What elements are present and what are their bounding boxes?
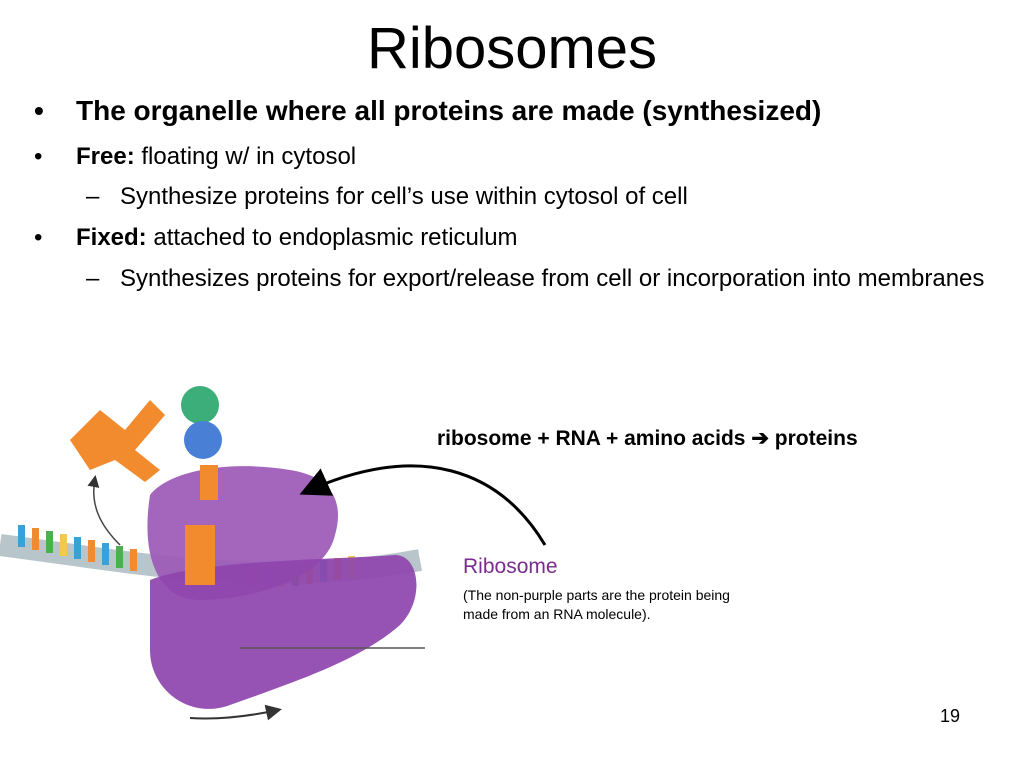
bullet-label: Fixed: xyxy=(76,224,147,251)
bullet-dot: • xyxy=(34,224,43,251)
amino-acid-green xyxy=(181,386,219,424)
sub-bullet-free: – Synthesize proteins for cell’s use wit… xyxy=(86,181,1006,213)
release-arrow xyxy=(87,475,121,546)
sub-bullet-fixed: – Synthesizes proteins for export/releas… xyxy=(86,263,1006,295)
bullet-text: Free: floating w/ in cytosol xyxy=(76,141,356,173)
caption-body: (The non-purple parts are the protein be… xyxy=(463,587,730,622)
trna-body xyxy=(185,525,215,585)
sub-bullet-dash: – xyxy=(86,265,100,292)
released-trna xyxy=(70,400,165,482)
ribosome-small-subunit xyxy=(150,555,417,709)
callout-arrow xyxy=(299,464,547,546)
movement-arrow xyxy=(189,704,282,721)
page-number: 19 xyxy=(940,706,961,726)
caption-title: Ribosome xyxy=(463,555,558,578)
equation-right: proteins xyxy=(774,427,858,450)
sub-bullet-text: Synthesizes proteins for export/release … xyxy=(120,265,985,292)
arrow-icon: ➔ xyxy=(751,427,769,450)
sub-bullet-text: Synthesize proteins for cell’s use withi… xyxy=(120,183,688,210)
bullet-dot: • xyxy=(34,95,44,126)
trna-top xyxy=(200,465,218,500)
sub-bullet-dash: – xyxy=(86,183,100,210)
bullet-text: Fixed: attached to endoplasmic reticulum xyxy=(76,222,518,254)
slide-title: Ribosomes xyxy=(366,16,658,81)
bullet-label: Free: xyxy=(76,143,135,170)
bullet-body: attached to endoplasmic reticulum xyxy=(146,224,518,251)
bullet-body: floating w/ in cytosol xyxy=(134,143,357,170)
amino-acid-blue xyxy=(184,421,222,459)
bullet-dot: • xyxy=(34,143,43,170)
bullet-text: The organelle where all proteins are mad… xyxy=(76,95,822,126)
equation-left: ribosome + RNA + amino acids xyxy=(437,427,746,450)
synthesis-equation: ribosome + RNA + amino acids ➔ proteins xyxy=(437,426,858,451)
